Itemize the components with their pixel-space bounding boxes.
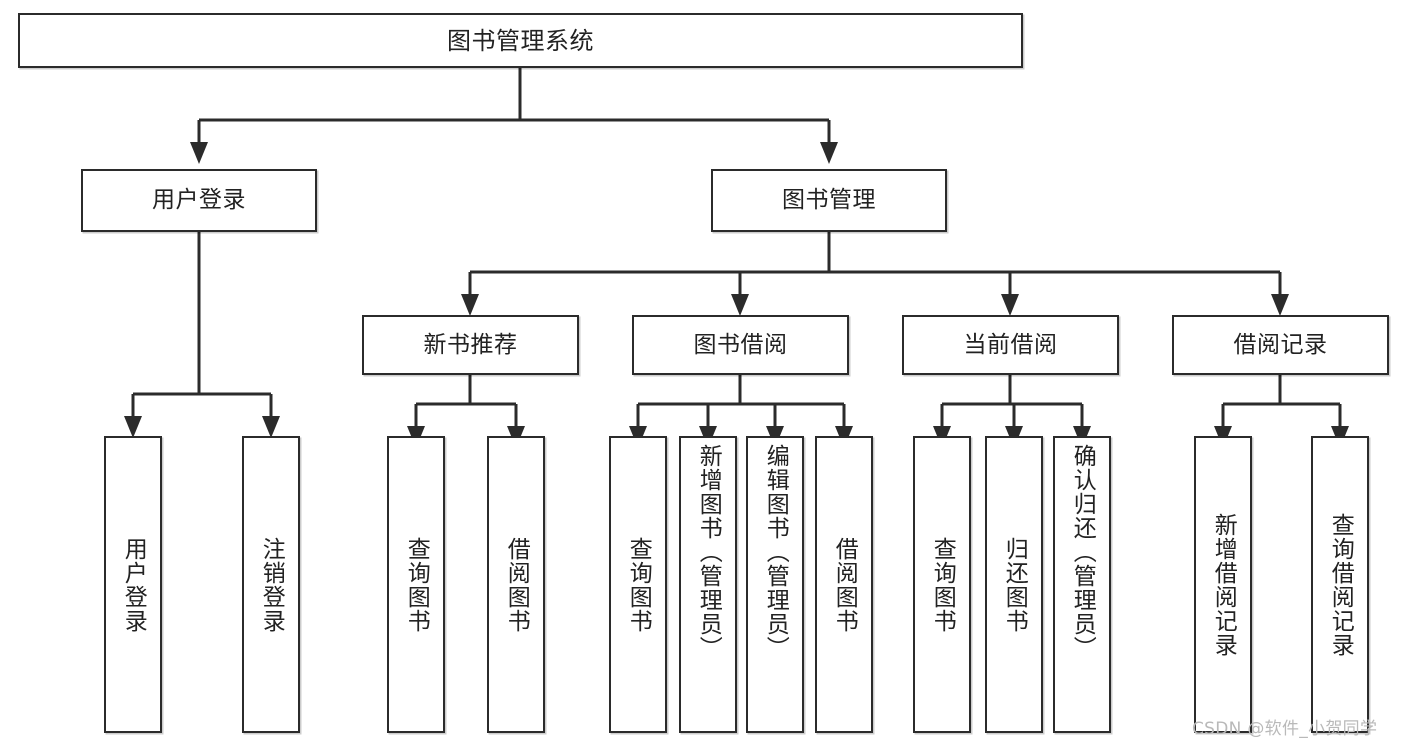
node-leaf-3-label: 借阅图书 xyxy=(503,536,530,633)
node-l2-1-label: 图书管理 xyxy=(782,187,876,213)
node-leaf-1[interactable]: 注销登录 xyxy=(242,436,300,733)
node-l3-2[interactable]: 当前借阅 xyxy=(902,315,1119,375)
node-leaf-4-label: 查询图书 xyxy=(625,536,652,633)
node-leaf-9-label: 归还图书 xyxy=(1001,536,1028,633)
edge-arrow-l2_books_to_l3-0 xyxy=(461,294,479,316)
node-leaf-3[interactable]: 借阅图书 xyxy=(487,436,545,733)
node-leaf-0[interactable]: 用户登录 xyxy=(104,436,162,733)
node-l2-0-label: 用户登录 xyxy=(152,187,246,213)
edge-arrow-l2_books_to_l3-2 xyxy=(1001,294,1019,316)
edge-arrow-root_to_l2-0 xyxy=(190,142,208,164)
node-leaf-11-label: 新增借阅记录 xyxy=(1210,512,1237,657)
node-leaf-1-label: 注销登录 xyxy=(258,536,285,633)
node-l3-1-label: 图书借阅 xyxy=(693,331,788,358)
node-leaf-8[interactable]: 查询图书 xyxy=(913,436,971,733)
node-l3-1[interactable]: 图书借阅 xyxy=(632,315,849,375)
node-leaf-10[interactable]: 确认归还（管理员） xyxy=(1053,436,1111,733)
node-leaf-12[interactable]: 查询借阅记录 xyxy=(1311,436,1369,733)
node-l3-0[interactable]: 新书推荐 xyxy=(362,315,579,375)
node-leaf-6-label: 编辑图书（管理员） xyxy=(762,444,789,660)
node-l3-3-label: 借阅记录 xyxy=(1233,331,1328,358)
edge-arrow-l2_books_to_l3-1 xyxy=(731,294,749,316)
edge-arrow-root_to_l2-1 xyxy=(820,142,838,164)
csdn-watermark: CSDN @软件_小贺同学 xyxy=(1192,719,1378,739)
node-leaf-2-label: 查询图书 xyxy=(403,536,430,633)
node-l2-0[interactable]: 用户登录 xyxy=(81,169,317,232)
node-leaf-5-label: 新增图书（管理员） xyxy=(695,444,722,660)
edge-arrow-l2_books_to_l3-3 xyxy=(1271,294,1289,316)
node-leaf-6[interactable]: 编辑图书（管理员） xyxy=(746,436,804,733)
node-l3-2-label: 当前借阅 xyxy=(963,331,1058,358)
node-leaf-7[interactable]: 借阅图书 xyxy=(815,436,873,733)
node-root[interactable]: 图书管理系统 xyxy=(18,13,1023,68)
node-leaf-9[interactable]: 归还图书 xyxy=(985,436,1043,733)
node-l3-3[interactable]: 借阅记录 xyxy=(1172,315,1389,375)
node-root-label: 图书管理系统 xyxy=(447,26,594,55)
node-leaf-0-label: 用户登录 xyxy=(120,536,147,633)
node-leaf-2[interactable]: 查询图书 xyxy=(387,436,445,733)
node-leaf-4[interactable]: 查询图书 xyxy=(609,436,667,733)
edge-arrow-l2_user_to_leaves-1 xyxy=(262,416,280,438)
node-leaf-10-label: 确认归还（管理员） xyxy=(1069,444,1096,660)
node-leaf-12-label: 查询借阅记录 xyxy=(1327,512,1354,657)
node-leaf-7-label: 借阅图书 xyxy=(831,536,858,633)
node-l3-0-label: 新书推荐 xyxy=(423,331,518,358)
node-l2-1[interactable]: 图书管理 xyxy=(711,169,947,232)
node-leaf-5[interactable]: 新增图书（管理员） xyxy=(679,436,737,733)
edge-arrow-l2_user_to_leaves-0 xyxy=(124,416,142,438)
node-leaf-11[interactable]: 新增借阅记录 xyxy=(1194,436,1252,733)
node-leaf-8-label: 查询图书 xyxy=(929,536,956,633)
